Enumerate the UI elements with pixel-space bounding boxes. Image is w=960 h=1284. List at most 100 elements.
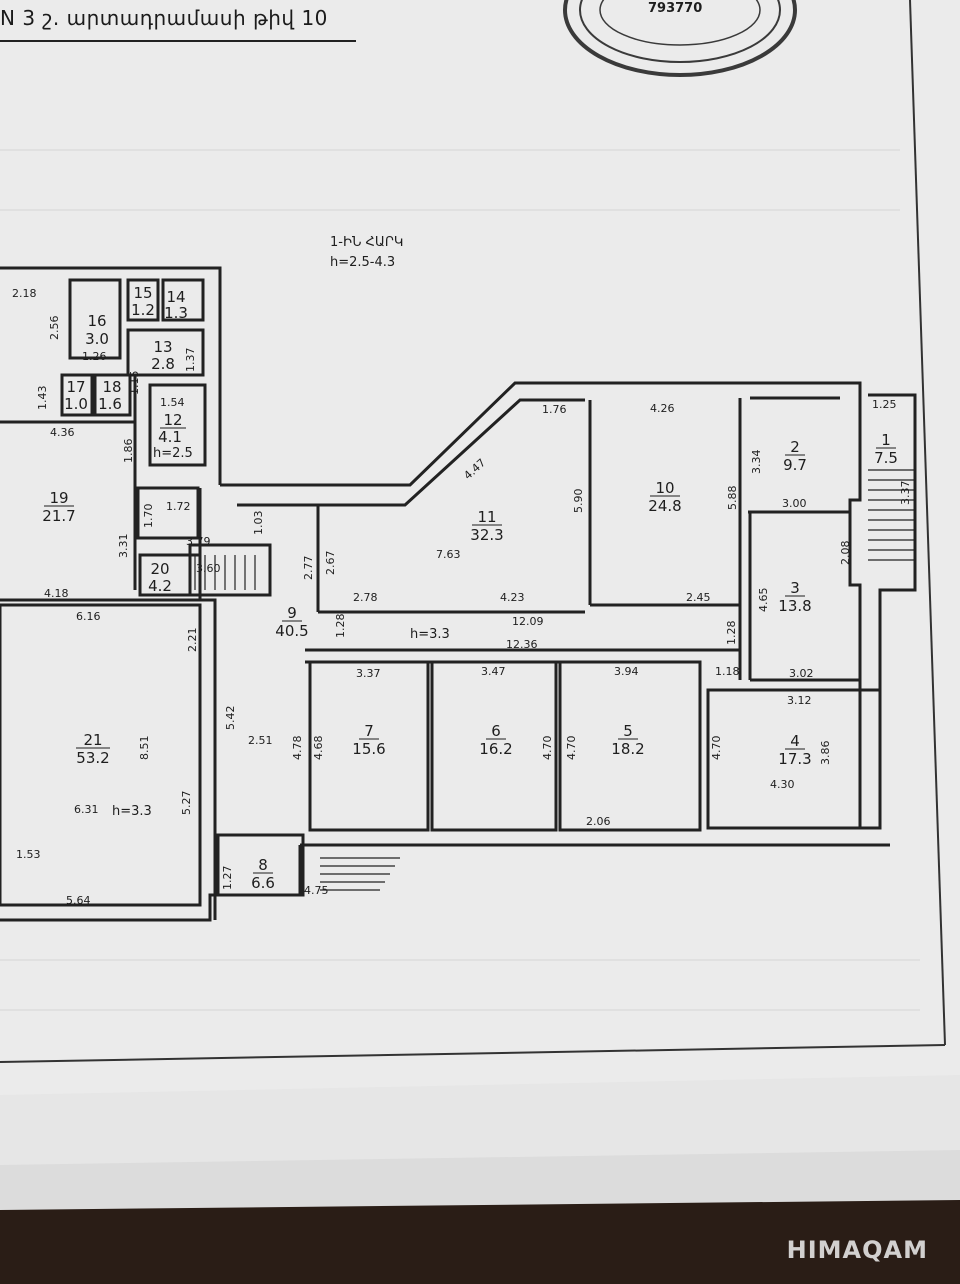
room-17-area: 1.0 bbox=[64, 395, 88, 413]
dim-label: 3.31 bbox=[117, 534, 130, 559]
dim-label: 2.51 bbox=[248, 734, 273, 747]
dim-label: 1.37 bbox=[184, 348, 197, 373]
dim-label: 1.86 bbox=[122, 439, 135, 464]
dim-label: 3.60 bbox=[196, 562, 221, 575]
room-16-area: 3.0 bbox=[85, 330, 109, 348]
dim-label: 3.37 bbox=[356, 667, 381, 680]
seal-stamp bbox=[563, 0, 797, 77]
room-17-number: 17 bbox=[66, 378, 85, 396]
dim-label: 6.16 bbox=[76, 610, 101, 623]
dim-label: 4.36 bbox=[50, 426, 75, 439]
dim-label: 2.21 bbox=[186, 628, 199, 653]
frame-line-bottom bbox=[0, 1044, 946, 1063]
dim-label: 1.70 bbox=[142, 504, 155, 529]
room-3-number: 3 bbox=[790, 579, 800, 597]
paper-sheet bbox=[0, 0, 960, 1095]
dim-label: 1.03 bbox=[252, 511, 265, 536]
dim-label: 1.43 bbox=[36, 386, 49, 411]
dim-label: 4.70 bbox=[565, 736, 578, 761]
room-labels: 1 7.5 2 9.7 3 13.8 4 17.3 5 18.2 6 16.2 … bbox=[42, 284, 898, 892]
room-13-number: 13 bbox=[153, 338, 172, 356]
room-16-number: 16 bbox=[87, 312, 106, 330]
dim-label: 1.26 bbox=[82, 350, 107, 363]
frame-line-right bbox=[909, 0, 946, 1046]
room-4-area: 17.3 bbox=[778, 750, 811, 768]
room-10-number: 10 bbox=[655, 479, 674, 497]
room-20-area: 4.2 bbox=[148, 577, 172, 595]
floor-height-label: h=2.5-4.3 bbox=[330, 255, 395, 270]
room-8-number: 8 bbox=[258, 856, 268, 874]
room-2-area: 9.7 bbox=[783, 456, 807, 474]
dim-label: 5.88 bbox=[726, 486, 739, 511]
dim-label: 12.09 bbox=[512, 615, 544, 628]
room-14-area: 1.3 bbox=[164, 304, 188, 322]
walls bbox=[0, 266, 917, 922]
room-8-area: 6.6 bbox=[251, 874, 275, 892]
dim-label: 4.30 bbox=[770, 778, 795, 791]
dim-label: 3.79 bbox=[186, 535, 211, 548]
room-1-area: 7.5 bbox=[874, 449, 898, 467]
dim-label: 3.37 bbox=[899, 481, 912, 506]
dim-label: 3.02 bbox=[789, 667, 814, 680]
room-12-height: h=2.5 bbox=[153, 446, 193, 461]
dim-label: 2.18 bbox=[12, 287, 37, 300]
dim-label: 1.28 bbox=[725, 621, 738, 646]
dim-label: 4.78 bbox=[291, 736, 304, 761]
dim-label: 5.42 bbox=[224, 706, 237, 731]
room-7-number: 7 bbox=[364, 722, 374, 740]
dim-label: 1.76 bbox=[542, 403, 567, 416]
room-9-area: 40.5 bbox=[275, 622, 308, 640]
room-6-number: 6 bbox=[491, 722, 501, 740]
dim-label: 4.68 bbox=[312, 736, 325, 761]
dim-label: 7.63 bbox=[436, 548, 461, 561]
dim-label: 3.34 bbox=[750, 450, 763, 475]
room-14-number: 14 bbox=[166, 288, 185, 306]
dim-label: 2.56 bbox=[48, 316, 61, 341]
room-12-area: 4.1 bbox=[158, 428, 182, 446]
dim-label: 1.54 bbox=[160, 396, 185, 409]
dim-label: 2.06 bbox=[586, 815, 611, 828]
paper-edge-middle bbox=[0, 1070, 960, 1165]
room-11-area: 32.3 bbox=[470, 526, 503, 544]
dim-label: 1.72 bbox=[166, 500, 191, 513]
room-21-number: 21 bbox=[83, 731, 102, 749]
dim-label: 2.77 bbox=[302, 556, 315, 581]
sheet-header: N 3 շ. արտադրամասի թիվ 10 bbox=[0, 6, 328, 30]
dim-label: 3.00 bbox=[782, 497, 807, 510]
dim-label: 8.51 bbox=[138, 736, 151, 761]
header-underline bbox=[0, 40, 356, 42]
room-7-area: 15.6 bbox=[352, 740, 385, 758]
room-18-number: 18 bbox=[102, 378, 121, 396]
dim-label: 6.31 bbox=[74, 803, 99, 816]
dim-label: 1.27 bbox=[221, 866, 234, 891]
floor-label: 1-ԻՆ ՀԱՐԿ bbox=[330, 235, 403, 250]
room-10-area: 24.8 bbox=[648, 497, 681, 515]
room-19-area: 21.7 bbox=[42, 507, 75, 525]
room-19-number: 19 bbox=[49, 489, 68, 507]
dim-label: 2.78 bbox=[353, 591, 378, 604]
dim-label: 4.70 bbox=[541, 736, 554, 761]
dim-label: 12.36 bbox=[506, 638, 538, 651]
room-15-number: 15 bbox=[133, 284, 152, 302]
dim-label: 3.12 bbox=[787, 694, 812, 707]
dim-label: 2.45 bbox=[686, 591, 711, 604]
dim-label: 5.90 bbox=[572, 489, 585, 514]
dim-label: 4.26 bbox=[650, 402, 675, 415]
room-21-area: 53.2 bbox=[76, 749, 109, 767]
dim-label: 5.64 bbox=[66, 894, 91, 907]
dim-label: 4.70 bbox=[710, 736, 723, 761]
dimension-labels: 2.18 2.56 1.43 4.36 1.86 1.26 1.37 1.54 … bbox=[12, 287, 912, 907]
dim-label: 2.67 bbox=[324, 551, 337, 576]
dim-label: 1.15 bbox=[128, 371, 141, 396]
room-5-number: 5 bbox=[623, 722, 633, 740]
dim-label: 4.18 bbox=[44, 587, 69, 600]
dim-label: 4.75 bbox=[304, 884, 329, 897]
room-5-area: 18.2 bbox=[611, 740, 644, 758]
dim-label: 1.28 bbox=[334, 614, 347, 639]
room-15-area: 1.2 bbox=[131, 301, 155, 319]
room-1-number: 1 bbox=[881, 431, 891, 449]
dim-label: 3.94 bbox=[614, 665, 639, 678]
room-6-area: 16.2 bbox=[479, 740, 512, 758]
dim-label: 3.47 bbox=[481, 665, 506, 678]
